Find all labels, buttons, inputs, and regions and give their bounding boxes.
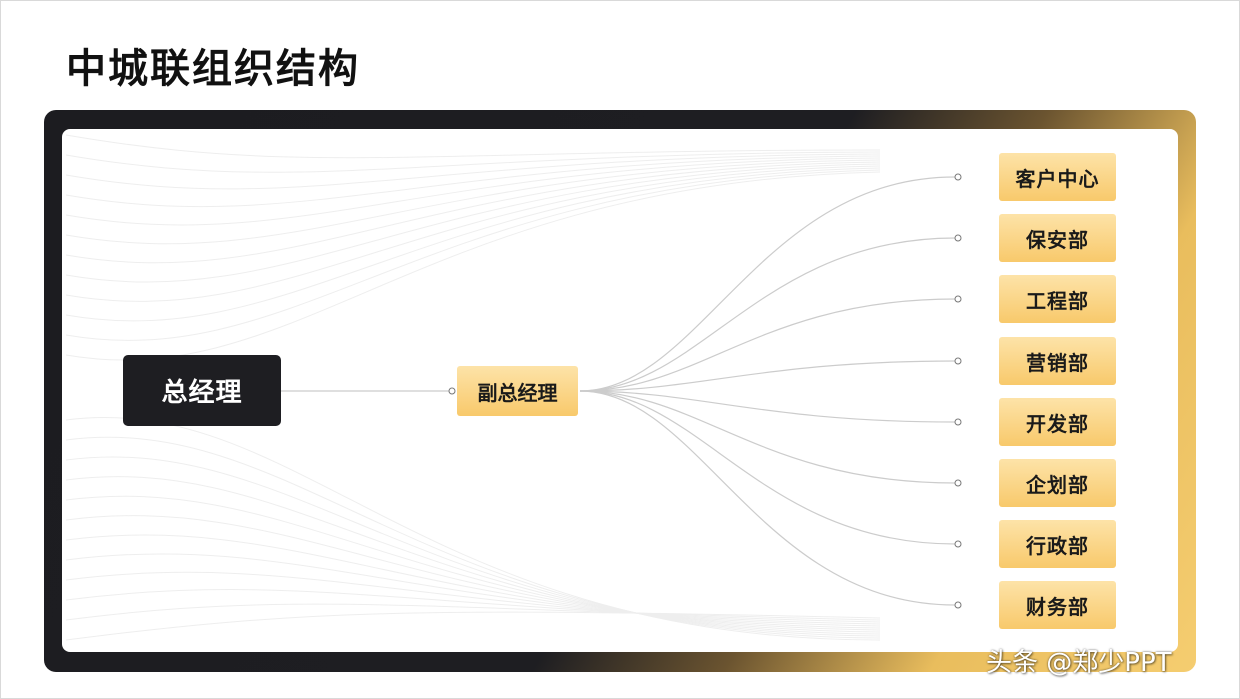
- dept-node-administration[interactable]: 行政部: [999, 520, 1116, 568]
- dept-node-customer-center[interactable]: 客户中心: [999, 153, 1116, 201]
- dept-node-planning[interactable]: 企划部: [999, 459, 1116, 507]
- dept-node-development[interactable]: 开发部: [999, 398, 1116, 446]
- dept-node-finance[interactable]: 财务部: [999, 581, 1116, 629]
- watermark: 头条 @郑少PPT: [986, 648, 1172, 678]
- general-manager-node[interactable]: 总经理: [123, 355, 281, 426]
- dept-node-security[interactable]: 保安部: [999, 214, 1116, 262]
- deputy-general-manager-node[interactable]: 副总经理: [457, 366, 578, 416]
- dept-node-engineering[interactable]: 工程部: [999, 275, 1116, 323]
- page-title: 中城联组织结构: [66, 46, 360, 92]
- dept-node-marketing[interactable]: 营销部: [999, 337, 1116, 385]
